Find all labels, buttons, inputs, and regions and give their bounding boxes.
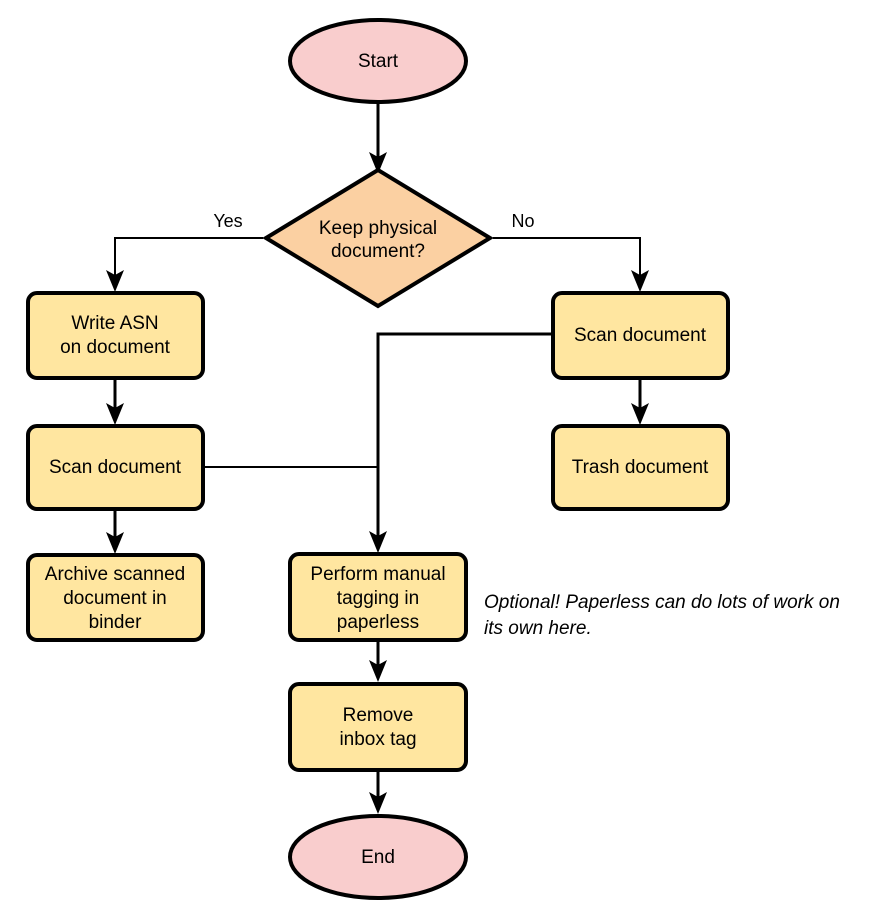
- archive-label-line1: Archive scanned: [45, 564, 185, 585]
- archive-label-line3: binder: [89, 612, 142, 633]
- archive-box-shape: [26, 553, 205, 642]
- edge-label-yes: Yes: [213, 211, 242, 231]
- end-label: End: [361, 847, 395, 868]
- write-asn-label-line2: on document: [60, 337, 171, 358]
- scan-document-left-box-shape: [26, 424, 205, 511]
- edge-scan-right-to-trash: [631, 379, 649, 425]
- node-end[interactable]: End: [288, 814, 468, 900]
- node-trash-document[interactable]: Trash document: [551, 424, 730, 511]
- note-optional-line1: Optional! Paperless can do lots of work …: [484, 592, 840, 613]
- edge-scan-right-to-manual-tagging: [369, 332, 551, 553]
- node-decision-keep-physical-document[interactable]: Keep physical document?: [262, 167, 494, 309]
- start-ellipse-shape: [288, 18, 468, 104]
- edge-remove-inbox-to-end: [369, 771, 387, 814]
- edge-start-to-decision: [369, 102, 387, 174]
- node-scan-document-left[interactable]: Scan document: [26, 424, 205, 511]
- write-asn-box-shape: [26, 291, 205, 380]
- decision-diamond-shape: [262, 167, 494, 309]
- edge-manual-tagging-to-remove-inbox: [369, 641, 387, 682]
- node-perform-manual-tagging[interactable]: Perform manual tagging in paperless: [288, 552, 468, 642]
- edge-write-asn-to-scan-left: [106, 379, 124, 425]
- start-label: Start: [358, 51, 399, 72]
- note-optional-paperless: Optional! Paperless can do lots of work …: [484, 592, 840, 639]
- archive-label-line2: document in: [63, 588, 167, 609]
- remove-inbox-label-line2: inbox tag: [339, 729, 416, 750]
- node-archive-scanned-document[interactable]: Archive scanned document in binder: [26, 553, 205, 642]
- edge-scan-left-to-archive: [106, 511, 124, 554]
- scan-document-left-label: Scan document: [49, 457, 182, 478]
- trash-document-label: Trash document: [572, 457, 709, 478]
- node-write-asn-on-document[interactable]: Write ASN on document: [26, 291, 205, 380]
- decision-label-line2: document?: [331, 241, 425, 262]
- manual-tagging-label-line1: Perform manual: [310, 564, 445, 585]
- edge-label-no: No: [511, 211, 534, 231]
- node-start[interactable]: Start: [288, 18, 468, 104]
- trash-document-box-shape: [551, 424, 730, 511]
- decision-label-line1: Keep physical: [319, 218, 437, 239]
- remove-inbox-box-shape: [288, 682, 468, 772]
- remove-inbox-label-line1: Remove: [343, 705, 414, 726]
- manual-tagging-label-line2: tagging in: [337, 588, 419, 609]
- note-optional-line2: its own here.: [484, 618, 592, 639]
- write-asn-label-line1: Write ASN: [71, 313, 158, 334]
- scan-document-right-label: Scan document: [574, 325, 707, 346]
- edge-decision-yes-to-write-asn: [106, 237, 263, 292]
- manual-tagging-box-shape: [288, 552, 468, 642]
- manual-tagging-label-line3: paperless: [337, 612, 419, 633]
- end-ellipse-shape: [288, 814, 468, 900]
- edge-decision-no-to-scan-right: [493, 237, 649, 292]
- scan-document-right-box-shape: [551, 291, 730, 380]
- node-remove-inbox-tag[interactable]: Remove inbox tag: [288, 682, 468, 772]
- node-scan-document-right[interactable]: Scan document: [551, 291, 730, 380]
